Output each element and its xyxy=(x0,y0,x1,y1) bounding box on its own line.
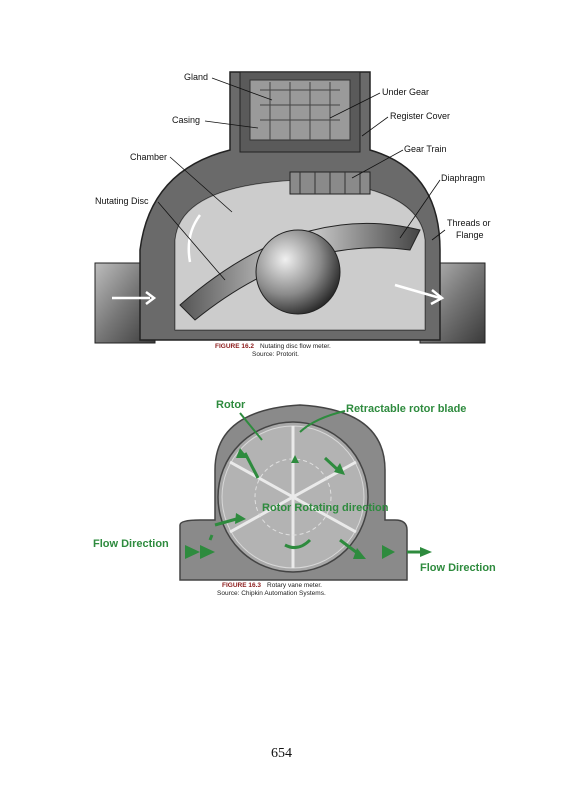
label-threads-line2: Flange xyxy=(456,230,484,240)
caption-number: FIGURE 16.2 xyxy=(215,343,255,350)
caption-title: Rotary vane meter. xyxy=(267,582,322,589)
label-gear-train: Gear Train xyxy=(404,144,447,154)
label-rotor-rotating-direction: Rotor Rotating direction xyxy=(262,502,389,514)
label-flow-direction-right: Flow Direction xyxy=(420,562,496,574)
label-nutating-disc: Nutating Disc xyxy=(95,196,149,206)
label-threads-line1: Threads or xyxy=(447,218,491,228)
figure-16-2-source: Source: Protorit. xyxy=(252,351,299,358)
label-gland: Gland xyxy=(184,72,209,82)
caption-title: Nutating disc flow meter. xyxy=(260,343,331,350)
label-rotor: Rotor xyxy=(216,399,246,411)
label-casing: Casing xyxy=(172,115,201,125)
caption-number: FIGURE 16.3 xyxy=(222,582,262,589)
figure-16-2-caption: FIGURE 16.2 Nutating disc flow meter. xyxy=(215,343,331,350)
figure-16-3-caption: FIGURE 16.3 Rotary vane meter. xyxy=(222,582,322,589)
label-register-cover: Register Cover xyxy=(390,111,451,121)
page-number: 654 xyxy=(271,746,292,761)
nutating-disc-meter-illustration xyxy=(94,71,486,344)
label-chamber: Chamber xyxy=(130,152,168,162)
label-retractable-rotor-blade: Retractable rotor blade xyxy=(346,403,467,415)
rotary-vane-meter-diagram xyxy=(179,404,432,581)
figure-16-3-source: Source: Chipkin Automation Systems. xyxy=(217,590,326,597)
label-under-gear: Under Gear xyxy=(382,87,430,97)
label-flow-direction-left: Flow Direction xyxy=(93,538,169,550)
label-diaphragm: Diaphragm xyxy=(441,173,486,183)
